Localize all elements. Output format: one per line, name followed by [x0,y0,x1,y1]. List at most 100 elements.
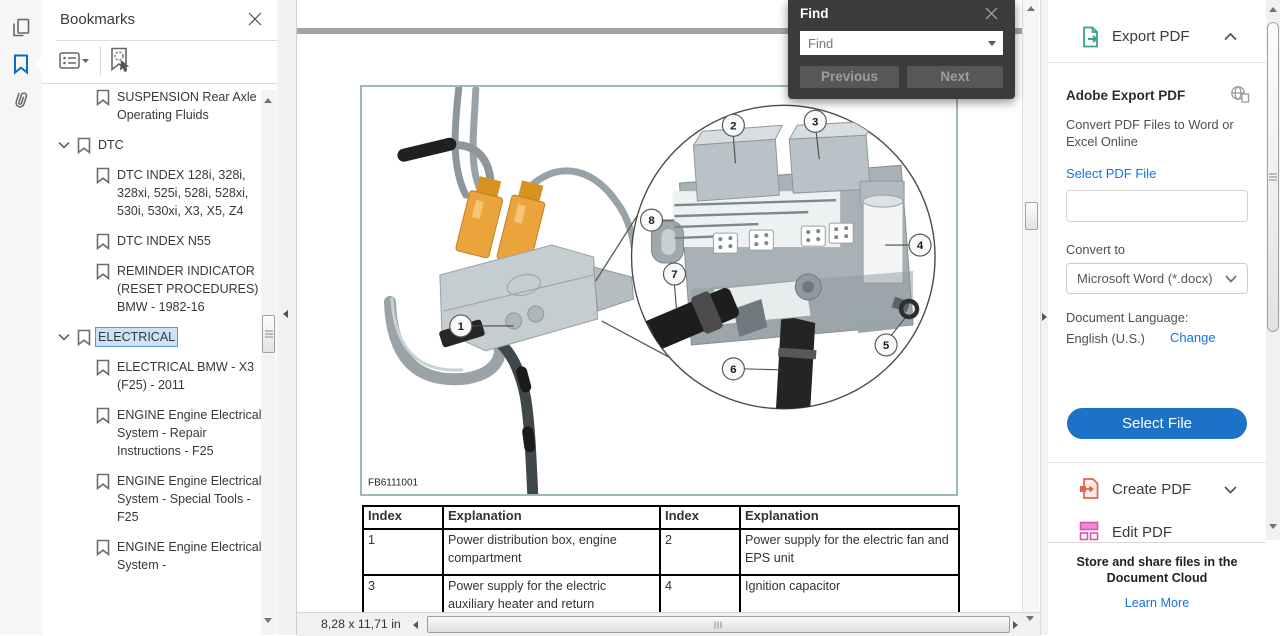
scroll-grip [1269,173,1277,181]
select-file-button[interactable]: Select File [1067,408,1247,439]
bookmark-item[interactable]: DTC INDEX 128i, 328i, 328xi, 525i, 528i,… [42,166,262,220]
tools-scrollbar-thumb[interactable] [1267,22,1279,332]
previous-button[interactable]: Previous [800,66,899,88]
online-service-icon [1230,85,1250,103]
tools-panel: Export PDF Adobe Export PDF Convert PDF … [1048,0,1266,635]
document-scrollbar-thumb[interactable] [1025,202,1038,230]
create-pdf-icon [1079,477,1101,500]
chevron-down-icon[interactable] [58,141,70,149]
column-header: Index [659,505,741,530]
scroll-up-icon[interactable] [1269,7,1277,12]
page-separator [297,28,1022,34]
page-thumbnails-icon[interactable] [10,17,32,39]
chevron-up-icon[interactable] [1224,33,1237,41]
select-pdf-file-link[interactable]: Select PDF File [1066,166,1157,181]
bookmarks-panel-resize-handle[interactable] [277,0,297,635]
callout-balloon: 6 [721,357,745,381]
convert-format-value: Microsoft Word (*.docx) [1077,271,1213,286]
bookmark-icon [95,539,111,556]
bookmark-item[interactable]: ENGINE Engine Electrical System - Specia… [42,472,262,526]
find-combobox [800,31,1003,55]
leader-lines [471,132,910,371]
chevron-down-icon[interactable] [988,41,996,46]
callout-balloon: 1 [449,314,473,338]
table-row: 1 Power distribution box, engine compart… [362,528,960,576]
collapse-panel-left-icon[interactable] [283,310,288,318]
bookmarks-scrollbar-thumb[interactable] [262,315,275,353]
language-value: English (U.S.) [1066,331,1145,346]
find-input[interactable] [800,31,1003,55]
learn-more-link[interactable]: Learn More [1124,596,1190,610]
svg-text:2: 2 [730,120,736,132]
column-header: Index [362,505,444,530]
bookmark-icon [95,359,111,376]
close-icon[interactable] [985,7,998,20]
attachments-icon[interactable] [10,89,32,111]
scroll-down-icon[interactable] [1269,524,1277,529]
svg-text:3: 3 [812,116,818,128]
bookmark-label: ENGINE Engine Electrical System - [117,540,262,572]
change-language-link[interactable]: Change [1170,330,1216,345]
bookmark-label: ENGINE Engine Electrical System - Specia… [117,474,262,524]
svg-text:4: 4 [917,240,924,252]
find-dialog-title: Find [800,6,829,21]
bookmark-icon [95,233,111,250]
bookmark-item[interactable]: ENGINE Engine Electrical System - Repair… [42,406,262,460]
divider [56,40,277,41]
convert-format-dropdown[interactable]: Microsoft Word (*.docx) [1066,263,1248,294]
close-icon[interactable] [248,12,264,28]
technical-illustration: 1 2 3 4 5 6 7 8 FB6111001 [368,87,936,494]
callout-balloon: 7 [662,262,687,286]
export-description: Convert PDF Files to Word or Excel Onlin… [1066,117,1234,149]
document-bottom-bar: 8,28 x 11,71 in [297,612,1040,636]
bookmark-item[interactable]: REMINDER INDICATOR (RESET PROCEDURES) BM… [42,262,262,316]
callout-balloon: 8 [639,208,664,232]
bookmark-label: DTC [98,138,124,152]
tools-panel-scrollbar[interactable] [1266,0,1280,540]
chevron-down-icon[interactable] [58,333,70,341]
table-cell: Power supply for the electric fan and EP… [739,528,960,576]
bookmark-options-icon[interactable] [59,51,89,71]
orange-connectors [455,176,546,267]
divider [1048,462,1266,463]
bookmark-label: DTC INDEX 128i, 328i, 328xi, 525i, 528i,… [117,168,249,218]
tool-export-pdf[interactable]: Export PDF [1112,28,1190,45]
document-vertical-scrollbar[interactable] [1022,0,1039,612]
bookmarks-scrollbar[interactable] [261,90,276,635]
scroll-right-icon[interactable] [1013,621,1018,629]
selected-file-field[interactable] [1066,190,1248,222]
bookmark-item[interactable]: ENGINE Engine Electrical System - [42,538,262,574]
scroll-grip [264,330,273,338]
bookmark-label: ENGINE Engine Electrical System - Repair… [117,408,262,458]
bookmark-label: REMINDER INDICATOR (RESET PROCEDURES) BM… [117,264,259,314]
tool-create-pdf[interactable]: Create PDF [1112,481,1192,498]
figure-code: FB6111001 [368,478,419,489]
next-button[interactable]: Next [907,66,1003,88]
bookmarks-panel-icon[interactable] [10,53,32,75]
column-header: Explanation [739,505,960,530]
bookmarks-tree: SUSPENSION Rear Axle Operating Fluids DT… [42,88,262,635]
find-current-bookmark-icon[interactable] [108,47,134,75]
expand-panel-right-icon[interactable] [1042,313,1047,321]
svg-text:8: 8 [648,215,655,227]
scroll-up-icon[interactable] [264,98,272,103]
bookmark-icon [95,407,111,424]
bookmarks-panel: Bookmarks SUSPENSION Rear Axle Operating… [42,0,277,635]
divider [42,83,277,84]
bookmark-label: ELECTRICAL [95,327,179,347]
scroll-up-icon[interactable] [1027,6,1035,11]
bookmark-item[interactable]: DTC INDEX N55 [42,232,262,250]
horizontal-scrollbar-thumb[interactable] [427,616,1010,633]
bookmark-item[interactable]: DTC [42,136,262,154]
divider [1048,542,1266,543]
callout-balloon: 4 [908,233,932,257]
tool-edit-pdf[interactable]: Edit PDF [1112,524,1173,541]
scroll-down-icon[interactable] [264,618,272,623]
bookmark-icon [95,167,111,184]
scroll-down-icon[interactable] [1026,616,1034,621]
scroll-left-icon[interactable] [413,621,418,629]
bookmark-item[interactable]: ELECTRICAL BMW - X3 (F25) - 2011 [42,358,262,394]
chevron-down-icon[interactable] [1224,486,1237,494]
bookmark-item-selected[interactable]: ELECTRICAL [42,327,262,347]
bookmark-item[interactable]: SUSPENSION Rear Axle Operating Fluids [42,88,262,124]
